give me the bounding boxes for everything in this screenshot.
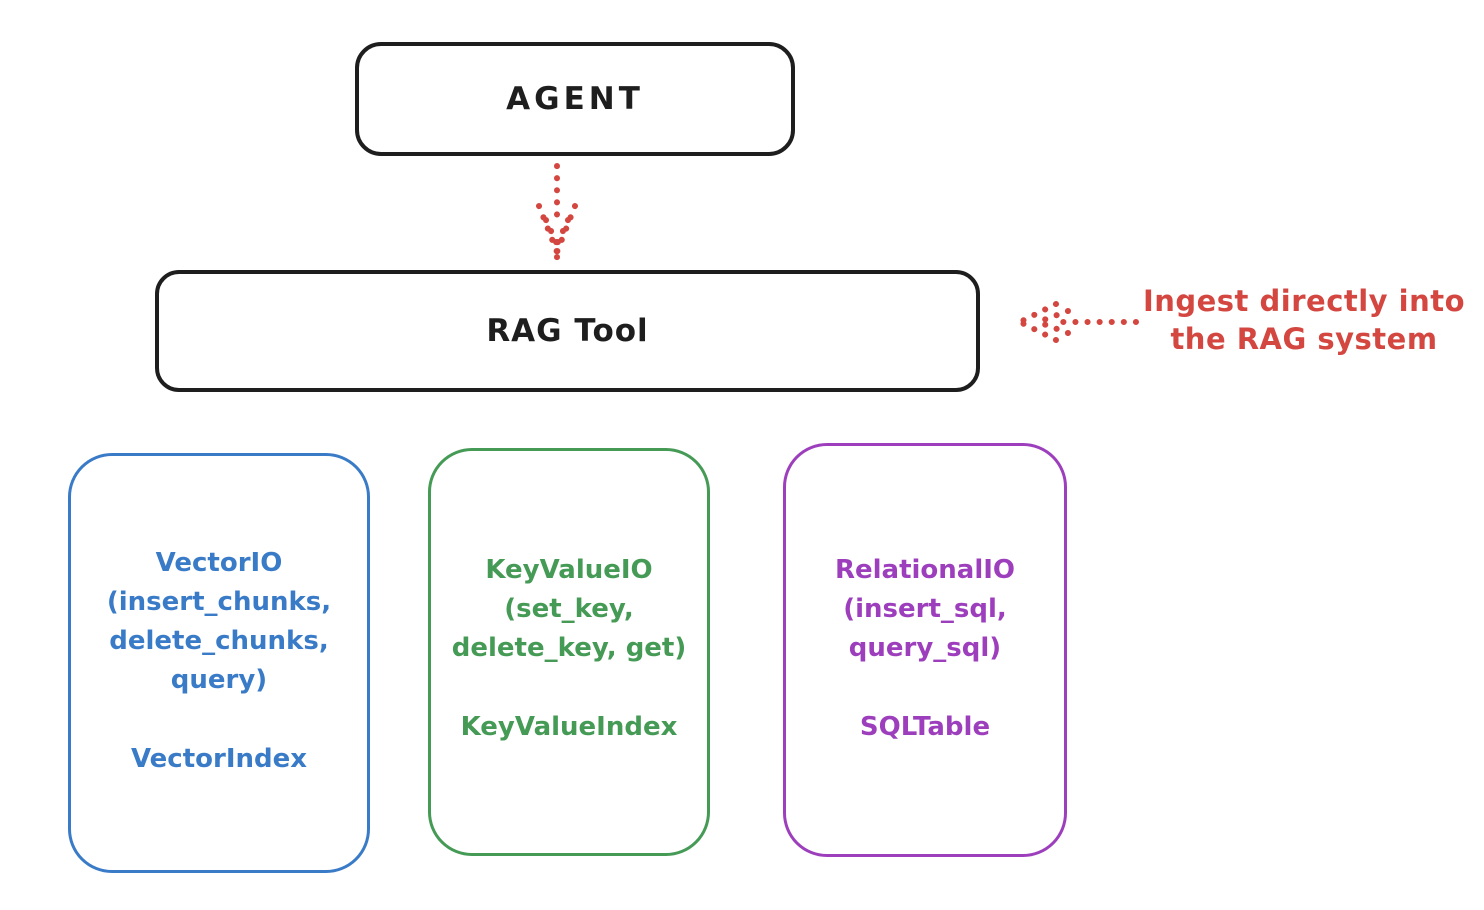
- vector-io-title: VectorIO: [155, 548, 283, 578]
- ingest-annotation-line1: Ingest directly into: [1142, 284, 1466, 318]
- ingest-annotation-line2: the RAG system: [1170, 322, 1438, 356]
- vector-io-node: VectorIO (insert_chunks, delete_chunks, …: [68, 453, 370, 873]
- rag-tool-node-label: RAG Tool: [486, 313, 649, 349]
- keyvalue-io-methods-line: delete_key, get): [451, 633, 687, 663]
- keyvalue-index-label: KeyValueIndex: [460, 712, 678, 742]
- keyvalue-io-node: KeyValueIO (set_key, delete_key, get) Ke…: [428, 448, 710, 856]
- agent-node: AGENT: [355, 42, 795, 156]
- vector-index-label: VectorIndex: [130, 744, 308, 774]
- relational-io-node: RelationalIO (insert_sql, query_sql) SQL…: [783, 443, 1067, 857]
- keyvalue-io-methods-line: (set_key,: [504, 594, 634, 624]
- sql-table-label: SQLTable: [859, 712, 991, 742]
- keyvalue-io-title: KeyValueIO: [485, 555, 653, 585]
- agent-node-label: AGENT: [506, 81, 644, 117]
- rag-tool-node: RAG Tool: [155, 270, 980, 392]
- agent-to-rag-arrow-icon: [525, 160, 589, 264]
- vector-io-methods-line: query): [170, 665, 268, 695]
- relational-io-methods-line: query_sql): [848, 633, 1002, 663]
- relational-io-title: RelationalIO: [834, 555, 1016, 585]
- vector-io-methods-line: (insert_chunks,: [106, 587, 332, 617]
- ingest-annotation: Ingest directly into the RAG system: [1128, 282, 1480, 358]
- relational-io-methods-line: (insert_sql,: [843, 594, 1007, 624]
- ingest-arrow-icon: [1008, 292, 1144, 352]
- vector-io-methods-line: delete_chunks,: [109, 626, 329, 656]
